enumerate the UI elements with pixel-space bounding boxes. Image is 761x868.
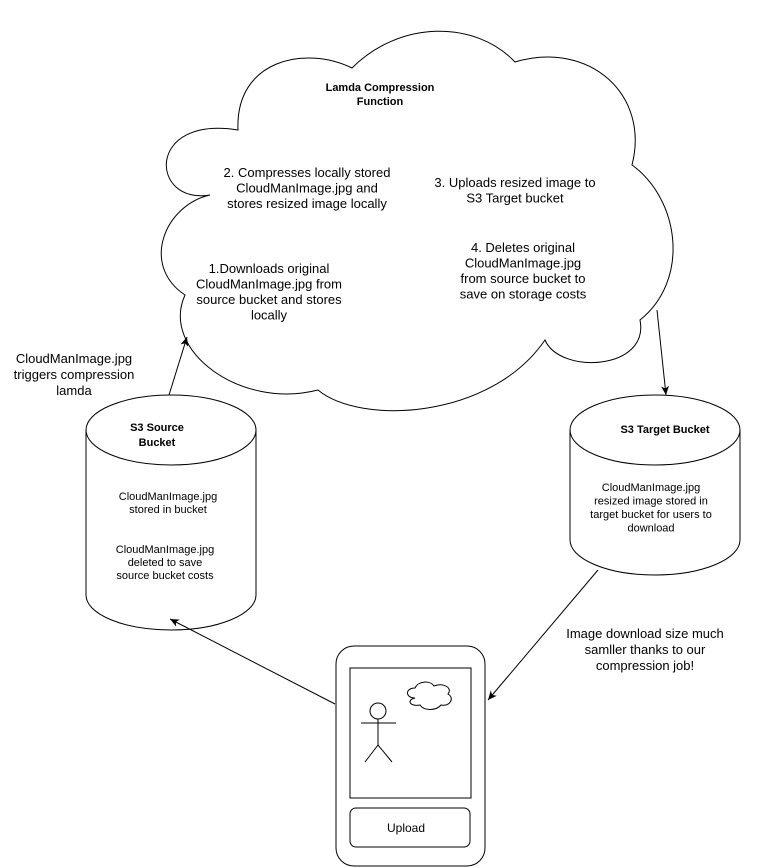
download-label-line: compression job! — [596, 658, 694, 673]
lambda-title-line: Lamda Compression — [326, 82, 435, 94]
target-bucket-rim — [569, 429, 741, 466]
step-2-text-line: stores resized image locally — [227, 196, 387, 211]
target-bucket-shape — [569, 394, 741, 576]
lambda-title-line: Function — [357, 96, 404, 108]
target-bucket-note-line: CloudManImage.jpg — [602, 482, 700, 494]
trigger-label-line: CloudManImage.jpg — [16, 351, 132, 366]
source-bucket-title-line: S3 Source — [130, 422, 184, 434]
target-bucket-title: S3 Target Bucket — [620, 424, 709, 436]
phone-screen — [349, 667, 472, 799]
step-1-text-line: locally — [251, 308, 288, 323]
step-1-text-line: CloudManImage.jpg from — [196, 277, 342, 292]
arrow-phone-to-source — [169, 618, 336, 705]
step-3-text-line: 3. Uploads resized image to — [434, 175, 595, 190]
trigger-label-line: lamda — [56, 383, 92, 398]
arrow-target-to-phone — [487, 569, 599, 701]
target-bucket-note-line: resized image stored in — [594, 496, 708, 508]
arrow-lambda-to-target — [656, 309, 670, 396]
target-bucket-note-line: download — [627, 523, 674, 535]
download-label-line: Image download size much — [566, 626, 724, 641]
step-4-text: 4. Deletes originalCloudManImage.jpgfrom… — [460, 240, 587, 302]
step-1-text-line: source bucket and stores — [196, 292, 342, 307]
source-bucket-note-deleted-line: deleted to save — [128, 557, 203, 569]
target-bucket-title-line: S3 Target Bucket — [620, 424, 709, 436]
step-4-text-line: CloudManImage.jpg — [465, 256, 581, 271]
step-4-text-line: from source bucket to — [461, 271, 586, 286]
source-bucket-note-deleted-line: source bucket costs — [116, 570, 214, 582]
arrow-source-to-lambda — [168, 336, 189, 396]
step-1-text-line: 1.Downloads original — [209, 261, 330, 276]
trigger-label-line: triggers compression — [14, 367, 135, 382]
step-2-text-line: CloudManImage.jpg and — [236, 181, 378, 196]
upload-button[interactable] — [349, 807, 471, 848]
source-bucket-note-deleted-line: CloudManImage.jpg — [116, 544, 214, 556]
source-bucket-rim — [85, 429, 257, 466]
step-4-text-line: save on storage costs — [460, 287, 587, 302]
upload-button-label[interactable]: Upload — [387, 821, 425, 835]
step-3-text-line: S3 Target bucket — [466, 191, 564, 206]
step-4-text-line: 4. Deletes original — [471, 240, 575, 255]
source-bucket-shape — [85, 394, 257, 631]
stick-figure-icon — [361, 702, 396, 763]
step-2-text: 2. Compresses locally storedCloudManImag… — [224, 165, 391, 211]
source-bucket-note-stored-line: stored in bucket — [129, 504, 207, 516]
download-label-line: samller thanks to our — [585, 642, 706, 657]
source-bucket-note-stored-line: CloudManImage.jpg — [119, 491, 217, 503]
target-bucket-note-line: target bucket for users to — [590, 509, 712, 521]
step-2-text-line: 2. Compresses locally stored — [224, 165, 391, 180]
lambda-cloud-shape — [160, 30, 674, 412]
source-bucket-title-line: Bucket — [139, 437, 176, 449]
phone-cloud-icon — [407, 681, 452, 710]
target-bucket-note: CloudManImage.jpg resized image stored in… — [590, 482, 712, 535]
